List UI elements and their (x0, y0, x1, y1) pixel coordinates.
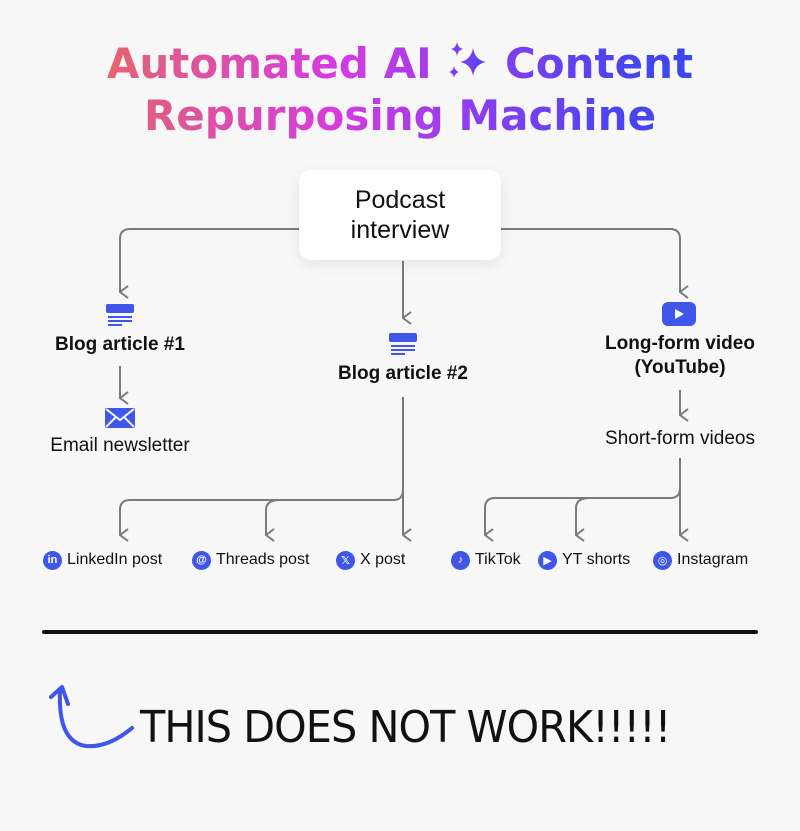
youtube-play-icon (662, 302, 696, 326)
connector-root-blog1 (119, 228, 299, 292)
warning-text: THIS DOES NOT WORK!!!!! (140, 702, 671, 753)
output-label: X post (360, 551, 406, 568)
output-label: LinkedIn post (67, 551, 163, 568)
short-form-videos-label: Short-form videos (605, 428, 755, 449)
title-line-1: Automated AI Content (0, 38, 800, 90)
connector-shortform-ytshorts (575, 497, 591, 535)
youtube-line-2: (YouTube) (634, 357, 726, 378)
root-line-2: interview (350, 216, 450, 244)
sparkles-icon (449, 42, 487, 78)
output-label: TikTok (475, 551, 521, 568)
curved-arrow-icon (49, 685, 134, 749)
document-icon (106, 304, 134, 326)
yt-shorts-icon: ▶ (538, 550, 557, 570)
document-icon (389, 333, 417, 355)
connector-blog2-threads (265, 499, 281, 535)
linkedin-icon: in (43, 550, 62, 570)
output-yt-shorts: ▶ YT shorts (538, 549, 630, 571)
title-line-2: Repurposing Machine (0, 90, 800, 142)
podcast-interview-node: Podcast interview (299, 170, 501, 260)
threads-icon: @ (192, 550, 211, 570)
youtube-line-1: Long-form video (605, 333, 755, 354)
output-x: 𝕏 X post (336, 549, 405, 571)
blog-article-1-label: Blog article #1 (55, 334, 185, 355)
root-line-1: Podcast (354, 186, 446, 214)
output-tiktok: ♪ TikTok (451, 549, 521, 571)
output-linkedin: in LinkedIn post (43, 549, 162, 571)
output-label: YT shorts (562, 551, 631, 568)
output-instagram: ◎ Instagram (653, 549, 748, 571)
output-label: Instagram (677, 551, 749, 568)
envelope-icon (105, 408, 135, 428)
output-threads: @ Threads post (192, 549, 309, 571)
long-form-video-label: Long-form video (YouTube) (580, 332, 780, 380)
divider (42, 630, 758, 634)
blog-article-2-label: Blog article #2 (338, 363, 468, 384)
connector-root-youtube (501, 228, 680, 292)
output-label: Threads post (216, 551, 310, 568)
tiktok-icon: ♪ (451, 550, 470, 570)
connector-blog2-linkedin (119, 489, 404, 535)
email-newsletter-label: Email newsletter (50, 435, 190, 456)
connector-shortform-tiktok (484, 487, 681, 535)
instagram-icon: ◎ (653, 550, 672, 570)
x-icon: 𝕏 (336, 550, 355, 570)
